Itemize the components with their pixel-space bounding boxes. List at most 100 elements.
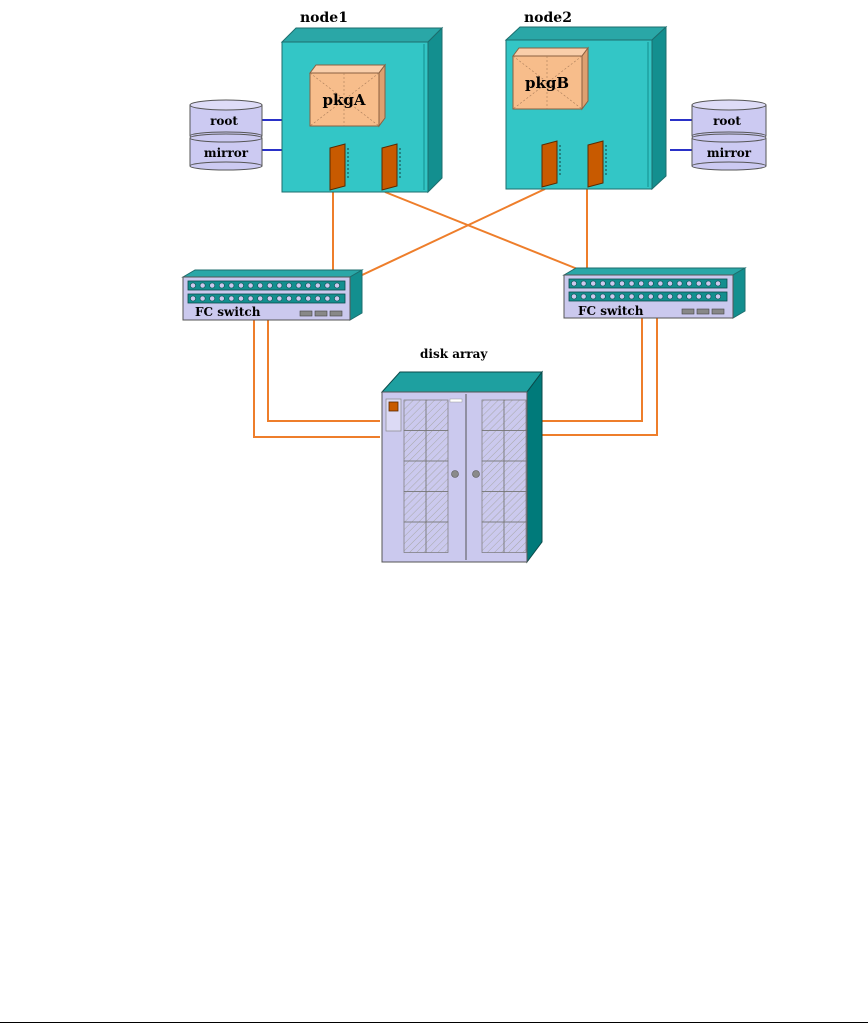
cable-node1-switch2 [384, 191, 586, 273]
node1-fc-card-1 [329, 143, 349, 191]
switch-port [305, 282, 312, 289]
switch-port [257, 282, 264, 289]
pkgA-cross-1 [309, 72, 380, 127]
left-mirror-top [189, 133, 263, 143]
switch-port [276, 295, 283, 302]
left-mirror-body [189, 137, 263, 167]
switch1-port-row-1 [187, 280, 346, 291]
switch-port [609, 293, 616, 300]
node1-server: pkgA node1 [280, 10, 444, 194]
disk-array: disk array [380, 347, 543, 564]
pkgA-box: pkgA [309, 63, 386, 128]
right-root-label: root [713, 114, 741, 128]
pkgA-label: pkgA [322, 91, 365, 109]
page-bottom-rule [0, 1022, 868, 1023]
switch-port [286, 282, 292, 289]
switch-port [619, 280, 625, 287]
switch-port [257, 295, 264, 302]
drive-bay [403, 460, 427, 492]
pkgB-label: pkgB [525, 74, 569, 92]
right-mirror-bottom [691, 161, 767, 171]
switch-port [247, 282, 254, 289]
pkgA-top [309, 64, 386, 74]
drive-bay [481, 521, 505, 553]
cable-node2-switch1 [359, 188, 546, 277]
switch1-label: FC switch [195, 305, 261, 319]
switch-port [657, 280, 664, 287]
switch-port [590, 293, 597, 300]
drive-bay [503, 491, 527, 523]
switch-port [305, 295, 312, 302]
array-right-bays [481, 399, 527, 553]
switch-port [314, 295, 321, 302]
array-indicator [388, 401, 399, 412]
switch1-led-3 [329, 310, 343, 317]
pkgA-cross-2 [309, 72, 380, 127]
array-badge [449, 398, 463, 403]
switch-port [276, 282, 283, 289]
switch-port [705, 280, 712, 287]
switch2-label: FC switch [578, 304, 644, 318]
switch-port [599, 293, 606, 300]
switch-port [667, 280, 673, 287]
cable-switch1-array-a [267, 318, 380, 422]
switch2-led-1 [681, 308, 695, 315]
drive-bay [403, 399, 427, 431]
left-root-top [189, 99, 263, 111]
switch-port [647, 280, 654, 287]
cable-switch1-array-b [253, 318, 380, 438]
drive-bay [481, 491, 505, 523]
left-disks: root mirror [189, 99, 263, 171]
right-mirror-top [691, 133, 767, 143]
switch-port [209, 295, 216, 302]
fc-switch-2: FC switch [562, 267, 747, 319]
switch-port [218, 282, 225, 289]
switch-port [209, 282, 216, 289]
switch-port [715, 293, 721, 300]
left-mirror-bottom [189, 161, 263, 171]
pkgB-cross-2 [512, 55, 583, 110]
array-side [526, 370, 543, 564]
fc-switch-1: FC switch [181, 269, 364, 321]
switch-port [228, 295, 235, 302]
switch-port [686, 293, 693, 300]
node2-fc-card-1 [541, 140, 561, 188]
drive-bay [425, 491, 449, 523]
switch-port [590, 280, 597, 287]
switch1-side [349, 269, 363, 321]
switch-port [676, 280, 683, 287]
switch1-led-1 [299, 310, 313, 317]
node2-card-2-shape [587, 140, 604, 188]
switch-port [657, 293, 664, 300]
switch-port [695, 293, 702, 300]
node2-label: node2 [524, 10, 572, 26]
pkgA-side [378, 63, 386, 128]
right-mirror-body [691, 137, 767, 167]
switch-port [638, 280, 645, 287]
drive-bay [425, 521, 449, 553]
pkgB-box: pkgB [512, 46, 589, 111]
switch2-led-3 [711, 308, 725, 315]
switch-port [686, 280, 693, 287]
switch-port [647, 293, 654, 300]
drive-bay [403, 491, 427, 523]
switch-port [218, 295, 225, 302]
switch-port [238, 295, 244, 302]
pkgB-cross-1 [512, 55, 583, 110]
array-left-bays [403, 399, 449, 553]
switch-port [580, 293, 587, 300]
switch-port [609, 280, 616, 287]
drive-bay [403, 521, 427, 553]
switch-port [638, 293, 645, 300]
switch1-port-row-2 [187, 293, 346, 304]
switch-port [295, 295, 302, 302]
array-top [380, 371, 543, 393]
switch-port [190, 282, 196, 289]
switch-port [571, 280, 577, 287]
array-handle-right [472, 470, 480, 478]
pkgB-top [512, 47, 589, 57]
drive-bay [481, 399, 505, 431]
disk-links [262, 119, 692, 151]
switch-port [238, 282, 244, 289]
